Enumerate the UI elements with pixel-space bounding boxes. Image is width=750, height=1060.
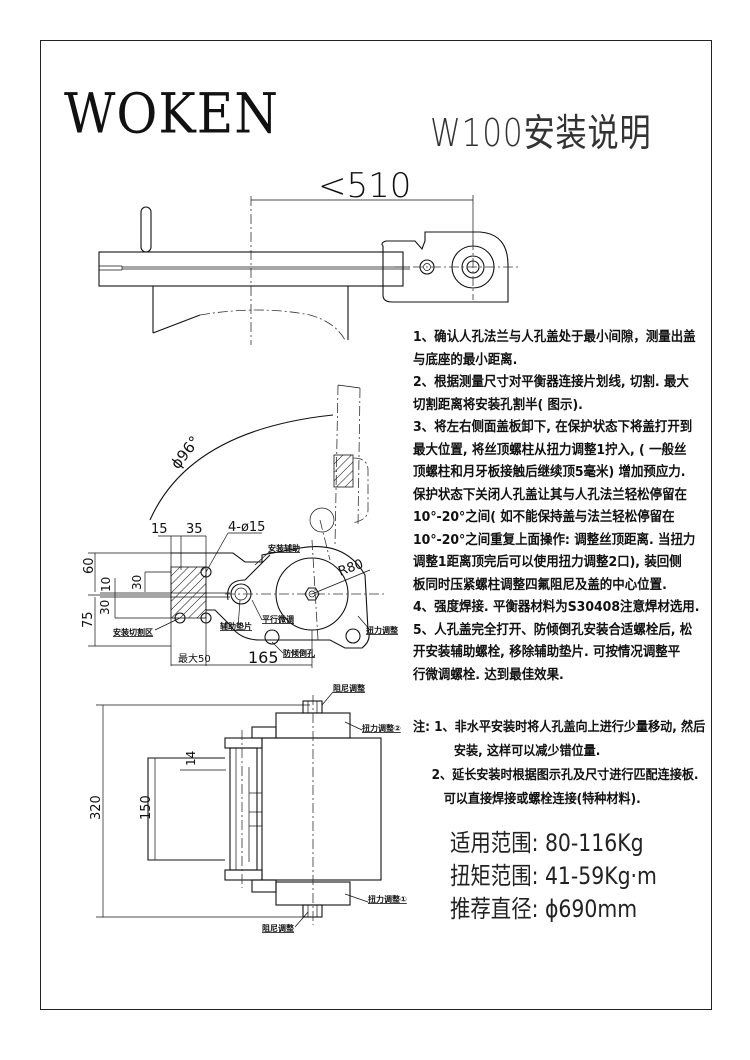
label-torque-adjust: 扭力调整	[366, 625, 398, 635]
label-parallel-adjust: 平行微调	[262, 614, 294, 624]
notes: 注: 1、非水平安装时将人孔盖向上进行少量移动, 然后 安装, 这样可以减少错位…	[413, 716, 713, 812]
dim-510: <510	[318, 166, 411, 206]
step-line: 板同时压紧螺柱调整四氟阻尼及盖的中心位置.	[413, 577, 667, 593]
dim-max-50: 最大50	[178, 652, 211, 665]
note-line: 可以直接焊接或螺栓连接(特种材料).	[443, 792, 641, 807]
label-damping-top: 阻尼调整	[333, 683, 365, 693]
step-line: 保护状态下关闭人孔盖让其与人孔法兰轻松停留在	[413, 487, 687, 503]
label-cut-zone: 安装切割区	[113, 627, 153, 637]
installation-steps: 1、确认人孔法兰与人孔盖处于最小间隙，测量出盖 与底座的最小距离. 2、根据测量…	[413, 327, 703, 687]
dim-10: 10	[99, 577, 113, 592]
holes-spec: 4-ø15	[228, 520, 265, 535]
brand-logo: WOKEN	[64, 82, 279, 146]
label-install-aid: 安装辅助	[268, 543, 300, 553]
step-line: 行微调螺栓. 达到最佳效果.	[413, 667, 564, 683]
step-line: 3、将左右侧面盖板卸下, 在保护状态下将盖打开到	[413, 420, 693, 435]
step-line: 1、确认人孔法兰与人孔盖处于最小间隙，测量出盖	[413, 330, 696, 345]
label-shim: 辅助垫片	[220, 621, 252, 631]
dim-60: 60	[82, 557, 97, 574]
step-line: 10°-20°之间重复上面操作: 调整丝顶距离. 当扭力	[413, 532, 696, 548]
dim-15: 15	[151, 522, 168, 537]
step-line: 2、根据测量尺寸对平衡器连接片划线, 切割. 最大	[413, 375, 689, 390]
dim-165: 165	[248, 648, 279, 667]
dim-320: 320	[89, 795, 104, 820]
dim-75: 75	[81, 611, 96, 628]
label-torque-2: 扭力调整②	[362, 723, 401, 733]
radius-label: R80	[336, 557, 365, 580]
drawing-frame	[40, 40, 712, 1010]
dim-30a: 30	[130, 575, 144, 590]
mechanism-view: 15 35 4-ø15 60 10 30 30 75	[81, 519, 398, 668]
step-line: 最大位置, 将丝顶螺柱从扭力调整1拧入, ( 一般丝	[413, 442, 687, 458]
step-line: 顶螺柱和月牙板接触后继续顶5毫米) 增加预应力.	[413, 465, 686, 480]
side-view: 320 150 14 阻尼调整 扭力调整② 扭力调整① 阻尼调	[89, 683, 407, 933]
label-damping-bottom: 阻尼调整	[262, 923, 294, 933]
dim-35: 35	[186, 522, 203, 537]
dim-30b: 30	[98, 600, 112, 615]
top-view: <510	[98, 166, 520, 345]
specifications: 适用范围: 80-116Kg 扭矩范围: 41-59Kg·m 推荐直径: ϕ69…	[450, 827, 693, 926]
note-line: 注: 1、非水平安装时将人孔盖向上进行少量移动, 然后	[413, 720, 706, 735]
step-line: 与底座的最小距离.	[413, 352, 518, 368]
step-line: 开安装辅助螺栓, 移除辅助垫片. 可按情况调整平	[413, 645, 681, 660]
step-line: 调整1距离顶完后可以使用扭力调整2口), 装回侧	[413, 555, 682, 570]
dim-150: 150	[139, 795, 154, 820]
step-line: 切割距离将安装孔割半( 图示).	[413, 397, 583, 413]
spec-torque-range: 扭矩范围: 41-59Kg·m	[450, 862, 657, 890]
page-title: W100安装说明	[430, 111, 652, 155]
step-line: 10°-20°之间( 如不能保持盖与法兰轻松停留在	[413, 510, 675, 525]
step-line: 4、强度焊接. 平衡器材料为S30408注意焊材选用.	[413, 600, 700, 615]
spec-load-range: 适用范围: 80-116Kg	[450, 829, 644, 857]
dim-14: 14	[184, 751, 198, 766]
spec-diameter: 推荐直径: ϕ690mm	[450, 895, 638, 923]
label-anti-tip-hole: 防倾倒孔	[283, 648, 315, 658]
note-line: 安装, 这样可以减少错位量.	[453, 744, 601, 759]
step-line: 5、人孔盖完全打开、防倾倒孔安装合适螺栓后, 松	[413, 622, 693, 638]
angle-label: ϕ96°	[167, 433, 204, 473]
note-line: 2、延长安装时根据图示孔及尺寸进行匹配连接板.	[431, 768, 699, 783]
label-torque-1: 扭力调整①	[368, 894, 407, 904]
